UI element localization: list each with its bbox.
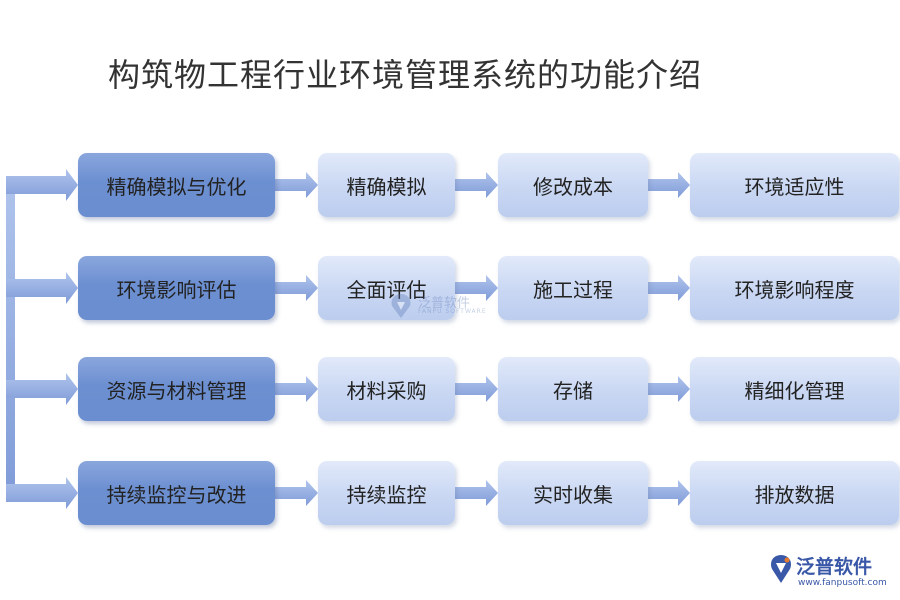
step-box-row4-2: 实时收集 [498, 461, 648, 525]
arrow-row2-in [6, 272, 78, 304]
step-box-row2-2: 施工过程 [498, 256, 648, 320]
step-box-row3-3: 精细化管理 [690, 357, 899, 421]
arrow-row1-a [275, 172, 318, 198]
arrow-row4-a [275, 480, 318, 506]
brand-logo-icon [771, 555, 791, 583]
arrow-row1-in [6, 169, 78, 201]
arrow-row2-b [455, 275, 498, 301]
main-box-row1: 精确模拟与优化 [78, 153, 275, 217]
arrow-row4-c [648, 480, 690, 506]
arrow-row4-in [6, 477, 78, 509]
arrow-row3-in [6, 373, 78, 405]
brand-name: 泛普软件 [796, 556, 873, 578]
arrow-row2-c [648, 275, 690, 301]
arrow-row1-c [648, 172, 690, 198]
main-box-row2: 环境影响评估 [78, 256, 275, 320]
arrow-row3-c [648, 376, 690, 402]
arrow-row1-b [455, 172, 498, 198]
arrow-row3-b [455, 376, 498, 402]
watermark-name: 泛普软件 [418, 296, 471, 311]
watermark-logo-icon [391, 294, 411, 318]
step-box-row1-1: 精确模拟 [318, 153, 455, 217]
brand-logo: 泛普软件 www.fanpusoft.com [768, 552, 893, 594]
arrow-row2-a [275, 275, 318, 301]
main-box-row3: 资源与材料管理 [78, 357, 275, 421]
step-box-row2-3: 环境影响程度 [690, 256, 899, 320]
brand-url: www.fanpusoft.com [798, 578, 887, 588]
watermark-sub: FANPU SOFTWARE [418, 308, 487, 315]
step-box-row4-3: 排放数据 [690, 461, 899, 525]
arrow-row4-b [455, 480, 498, 506]
step-box-row1-3: 环境适应性 [690, 153, 899, 217]
watermark: 泛普软件 FANPU SOFTWARE [388, 292, 498, 322]
step-box-row3-2: 存储 [498, 357, 648, 421]
main-box-row4: 持续监控与改进 [78, 461, 275, 525]
step-box-row1-2: 修改成本 [498, 153, 648, 217]
step-box-row3-1: 材料采购 [318, 357, 455, 421]
arrow-row3-a [275, 376, 318, 402]
step-box-row4-1: 持续监控 [318, 461, 455, 525]
spine-bar [6, 176, 15, 498]
step-box-row2-1: 全面评估 [318, 256, 455, 320]
page-title: 构筑物工程行业环境管理系统的功能介绍 [108, 56, 703, 94]
